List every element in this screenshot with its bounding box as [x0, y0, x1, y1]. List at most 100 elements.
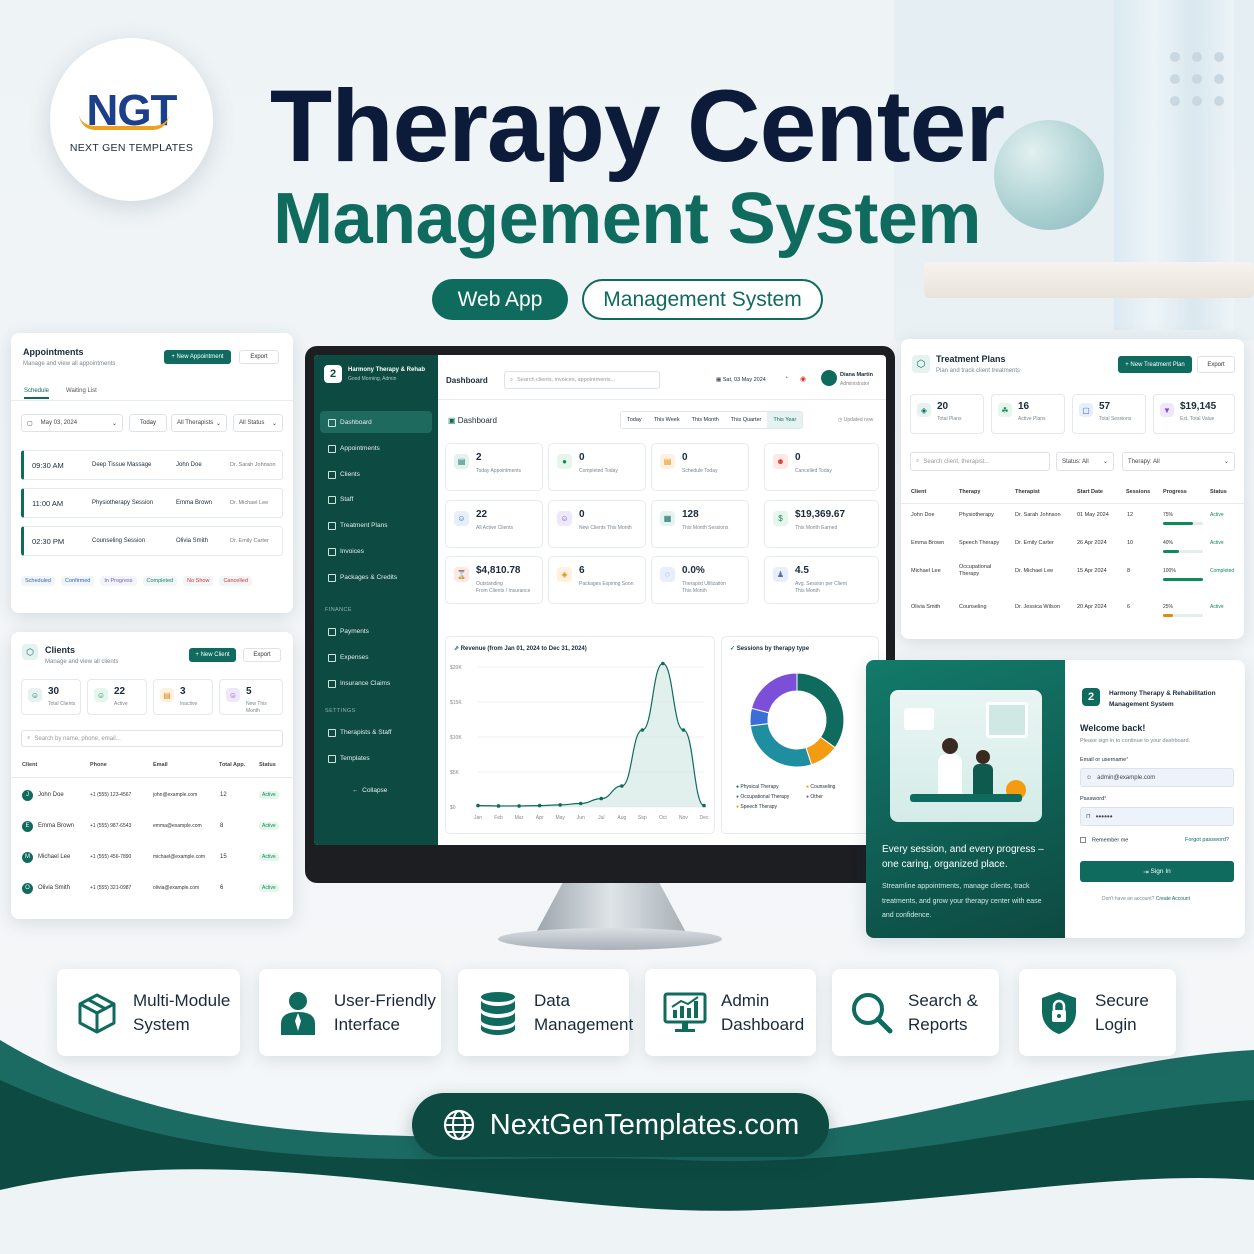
client-search-input[interactable]: ⌕Search by name, phone, email...	[21, 730, 283, 747]
password-field[interactable]: ⊓••••••	[1080, 807, 1234, 826]
x-tick-label: Feb	[494, 815, 503, 821]
sidebar-item-packages[interactable]: Packages & Credits	[320, 566, 432, 588]
database-icon	[476, 991, 520, 1035]
therapist-filter[interactable]: All Therapists⌄	[171, 414, 227, 432]
new-treatment-plan-button[interactable]: + New Treatment Plan	[1118, 356, 1192, 373]
login-org-name: Harmony Therapy & Rehabilitation Managem…	[1109, 690, 1216, 708]
notification-icon[interactable]: ◉	[800, 376, 807, 383]
date-picker[interactable]: ▢May 03, 2024⌄	[21, 414, 123, 432]
check-icon: ✓	[730, 646, 737, 652]
stat-value: 128	[682, 509, 699, 520]
search-icon: ⌕	[27, 735, 31, 741]
sidebar-item-insurance[interactable]: Insurance Claims	[320, 672, 432, 694]
sidebar-item-treatment-plans[interactable]: Treatment Plans	[320, 514, 432, 536]
remember-me-checkbox[interactable]: Remember me	[1080, 837, 1128, 843]
export-button[interactable]: Export	[243, 648, 281, 662]
x-tick-label: Jan	[474, 815, 482, 821]
sidebar-item-appointments[interactable]: Appointments	[320, 437, 432, 459]
dashboard-screen: 2 Harmony Therapy & Rehab Good Morning, …	[314, 355, 886, 845]
org-logo: 2	[1082, 688, 1100, 706]
clients-desc: Manage and view all clients	[45, 659, 119, 665]
new-client-button[interactable]: + New Client	[189, 648, 236, 662]
data-point	[558, 803, 562, 807]
x-tick-label: Jul	[598, 815, 604, 821]
login-description: Streamline appointments, manage clients,…	[882, 883, 1042, 919]
stat-icon: ●	[557, 454, 572, 469]
tab-schedule[interactable]: Schedule	[24, 388, 50, 399]
data-point	[661, 661, 665, 666]
tab-waiting-list[interactable]: Waiting List	[66, 388, 97, 394]
stat-value: $19,369.67	[795, 509, 846, 520]
x-tick-label: May	[555, 815, 565, 821]
forgot-password-link[interactable]: Forgot password?	[1185, 837, 1230, 843]
login-tagline: Every session, and every progress – one …	[882, 844, 1044, 870]
tab-this-month[interactable]: This Month	[691, 417, 719, 423]
create-account-link[interactable]: Create Account	[1155, 896, 1190, 902]
header-date: ▦ Sat, 03 May 2024	[716, 377, 766, 383]
org-logo: 2	[324, 365, 342, 383]
export-button[interactable]: Export	[1197, 356, 1235, 373]
search-icon: ⌕	[510, 376, 514, 383]
x-tick-label: Oct	[659, 815, 667, 821]
sign-in-button[interactable]: ⇥ Sign In	[1080, 861, 1234, 882]
sidebar-item-staff[interactable]: Staff	[320, 488, 432, 510]
tab-this-year[interactable]: This Year	[767, 412, 803, 428]
status-filter[interactable]: All Status⌄	[233, 414, 283, 432]
tab-this-week[interactable]: This Week	[653, 417, 680, 423]
collapse-button[interactable]: ← Collapse	[352, 787, 388, 794]
global-search-input[interactable]: ⌕Search clients, invoices, appointments.…	[504, 371, 660, 389]
sidebar-item-expenses[interactable]: Expenses	[320, 646, 432, 668]
progress-fill	[1163, 522, 1193, 525]
clock-icon: ◷	[838, 417, 844, 423]
plans-therapy-filter[interactable]: Therapy: All⌄	[1122, 452, 1235, 471]
stat-label: Schedule Today	[682, 468, 718, 474]
tab-today[interactable]: Today	[627, 417, 642, 423]
website-link[interactable]: NextGenTemplates.com	[412, 1093, 829, 1157]
stat-value: 0	[579, 509, 585, 520]
sidebar-item-dashboard[interactable]: Dashboard	[320, 411, 432, 433]
feature-label: Data Management	[534, 990, 634, 1034]
stat-icon: ☺	[557, 511, 572, 526]
revenue-chart-title: ⇗ Revenue (from Jan 01, 2024 to Dec 31, …	[454, 646, 587, 652]
sidebar-item-invoices[interactable]: Invoices	[320, 540, 432, 562]
plans-search-input[interactable]: ⌕Search client, therapist...	[910, 452, 1050, 471]
today-button[interactable]: Today	[129, 414, 167, 432]
sidebar-item-payments[interactable]: Payments	[320, 620, 432, 642]
revenue-area	[478, 663, 704, 807]
user-icon	[277, 991, 320, 1035]
page-title: ▣ Dashboard	[448, 416, 497, 425]
appointments-desc: Manage and view all appointments	[23, 361, 116, 367]
new-appointment-button[interactable]: + New Appointment	[164, 350, 231, 364]
export-button[interactable]: Export	[239, 350, 279, 364]
sidebar-item-therapists[interactable]: Therapists & Staff	[320, 721, 432, 743]
sidebar-item-clients[interactable]: Clients	[320, 463, 432, 485]
sidebar-item-templates[interactable]: Templates	[320, 747, 432, 769]
stat-icon: ♟	[773, 567, 788, 582]
bell-icon[interactable]: ◔	[784, 375, 789, 382]
illustration	[890, 690, 1042, 822]
welcome-heading: Welcome back!	[1080, 723, 1146, 733]
email-field[interactable]: ☺admin@example.com	[1080, 768, 1234, 787]
tab-this-quarter[interactable]: This Quarter	[730, 417, 762, 423]
stat-value: $4,810.78	[476, 565, 521, 576]
email-label: Email or username*	[1080, 757, 1129, 763]
chart-icon: ⇗	[454, 646, 461, 652]
plans-status-filter[interactable]: Status: All⌄	[1056, 452, 1114, 471]
avatar[interactable]	[821, 370, 837, 386]
donut-slice	[796, 672, 845, 749]
stat-icon: ⌛	[454, 567, 469, 582]
stat-icon: ▤	[454, 454, 469, 469]
